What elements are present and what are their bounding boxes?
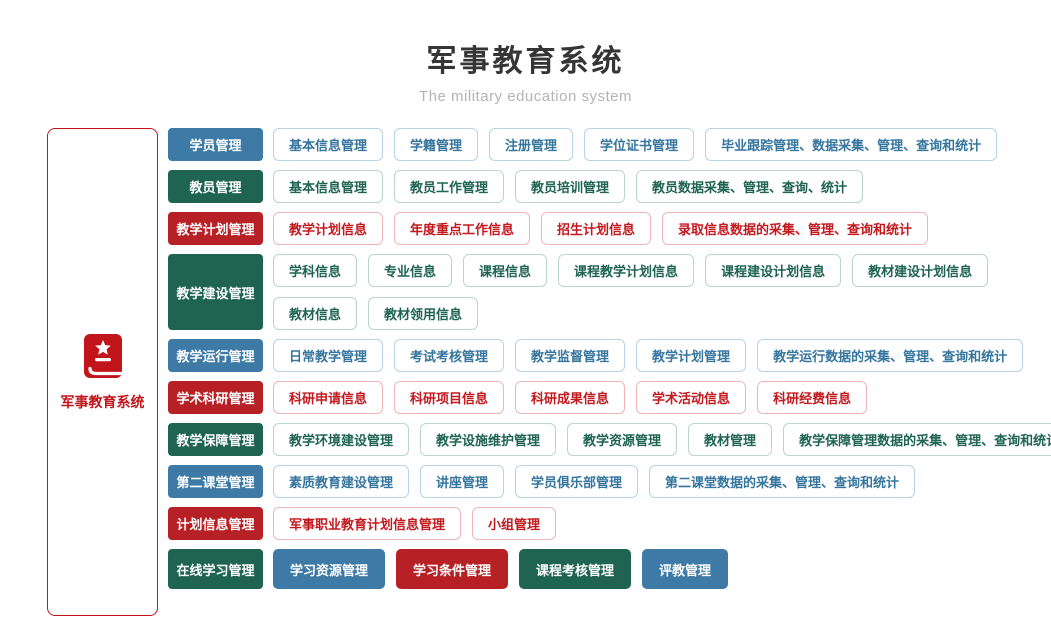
root-label: 军事教育系统 bbox=[60, 394, 145, 410]
category-node[interactable]: 学术科研管理 bbox=[168, 381, 263, 414]
category-node[interactable]: 在线学习管理 bbox=[168, 549, 263, 589]
leaf-node[interactable]: 教材信息 bbox=[273, 297, 358, 330]
item-groups: 基本信息管理教员工作管理教员培训管理教员数据采集、管理、查询、统计 bbox=[273, 170, 864, 203]
leaf-node[interactable]: 教学资源管理 bbox=[567, 423, 678, 456]
leaf-node[interactable]: 第二课堂数据的采集、管理、查询和统计 bbox=[649, 465, 916, 498]
leaf-node[interactable]: 基本信息管理 bbox=[273, 128, 384, 161]
leaf-node[interactable]: 注册管理 bbox=[489, 128, 574, 161]
branch-row: 教学保障管理教学环境建设管理教学设施维护管理教学资源管理教材管理教学保障管理数据… bbox=[168, 423, 1051, 456]
leaf-node[interactable]: 教学运行数据的采集、管理、查询和统计 bbox=[757, 339, 1024, 372]
leaf-node[interactable]: 年度重点工作信息 bbox=[394, 212, 531, 245]
leaf-node[interactable]: 科研申请信息 bbox=[273, 381, 384, 414]
leaf-node[interactable]: 教员数据采集、管理、查询、统计 bbox=[636, 170, 864, 203]
leaf-node[interactable]: 教材领用信息 bbox=[368, 297, 479, 330]
leaf-node[interactable]: 小组管理 bbox=[472, 507, 557, 540]
branch-row: 在线学习管理学习资源管理学习条件管理课程考核管理评教管理 bbox=[168, 549, 1051, 589]
item-groups: 科研申请信息科研项目信息科研成果信息学术活动信息科研经费信息 bbox=[273, 381, 868, 414]
leaf-node[interactable]: 学籍管理 bbox=[394, 128, 479, 161]
leaf-node[interactable]: 基本信息管理 bbox=[273, 170, 384, 203]
category-node[interactable]: 第二课堂管理 bbox=[168, 465, 263, 498]
item-group: 教学计划信息年度重点工作信息招生计划信息录取信息数据的采集、管理、查询和统计 bbox=[273, 212, 929, 245]
item-group: 教材信息教材领用信息 bbox=[273, 297, 988, 330]
item-group: 学习资源管理学习条件管理课程考核管理评教管理 bbox=[273, 549, 729, 589]
leaf-node[interactable]: 学科信息 bbox=[273, 254, 358, 287]
leaf-node[interactable]: 课程教学计划信息 bbox=[558, 254, 695, 287]
leaf-node[interactable]: 讲座管理 bbox=[420, 465, 505, 498]
red-book-star-icon bbox=[83, 334, 124, 378]
category-node[interactable]: 学员管理 bbox=[168, 128, 263, 161]
branch-row: 教学运行管理日常教学管理考试考核管理教学监督管理教学计划管理教学运行数据的采集、… bbox=[168, 339, 1051, 372]
leaf-node[interactable]: 学习条件管理 bbox=[396, 549, 509, 589]
leaf-node[interactable]: 专业信息 bbox=[368, 254, 453, 287]
branch-row: 学术科研管理科研申请信息科研项目信息科研成果信息学术活动信息科研经费信息 bbox=[168, 381, 1051, 414]
branch-row: 学员管理基本信息管理学籍管理注册管理学位证书管理毕业跟踪管理、数据采集、管理、查… bbox=[168, 128, 1051, 161]
leaf-node[interactable]: 教材管理 bbox=[688, 423, 773, 456]
leaf-node[interactable]: 课程建设计划信息 bbox=[705, 254, 842, 287]
diagram: 军事教育系统 学员管理基本信息管理学籍管理注册管理学位证书管理毕业跟踪管理、数据… bbox=[47, 128, 1051, 616]
item-group: 素质教育建设管理讲座管理学员俱乐部管理第二课堂数据的采集、管理、查询和统计 bbox=[273, 465, 916, 498]
category-node[interactable]: 教学建设管理 bbox=[168, 254, 263, 330]
category-node[interactable]: 教学计划管理 bbox=[168, 212, 263, 245]
item-groups: 军事职业教育计划信息管理小组管理 bbox=[273, 507, 557, 540]
item-group: 科研申请信息科研项目信息科研成果信息学术活动信息科研经费信息 bbox=[273, 381, 868, 414]
leaf-node[interactable]: 教员培训管理 bbox=[515, 170, 626, 203]
item-group: 日常教学管理考试考核管理教学监督管理教学计划管理教学运行数据的采集、管理、查询和… bbox=[273, 339, 1024, 372]
item-groups: 教学环境建设管理教学设施维护管理教学资源管理教材管理教学保障管理数据的采集、管理… bbox=[273, 423, 1051, 456]
item-groups: 学科信息专业信息课程信息课程教学计划信息课程建设计划信息教材建设计划信息教材信息… bbox=[273, 254, 989, 330]
page-header: 军事教育系统 The military education system bbox=[0, 0, 1051, 105]
item-group: 基本信息管理学籍管理注册管理学位证书管理毕业跟踪管理、数据采集、管理、查询和统计 bbox=[273, 128, 998, 161]
branch-row: 计划信息管理军事职业教育计划信息管理小组管理 bbox=[168, 507, 1051, 540]
category-node[interactable]: 教学运行管理 bbox=[168, 339, 263, 372]
item-group: 学科信息专业信息课程信息课程教学计划信息课程建设计划信息教材建设计划信息 bbox=[273, 254, 989, 287]
item-group: 军事职业教育计划信息管理小组管理 bbox=[273, 507, 557, 540]
leaf-node[interactable]: 科研经费信息 bbox=[757, 381, 868, 414]
leaf-node[interactable]: 学位证书管理 bbox=[584, 128, 695, 161]
item-groups: 日常教学管理考试考核管理教学监督管理教学计划管理教学运行数据的采集、管理、查询和… bbox=[273, 339, 1024, 372]
leaf-node[interactable]: 毕业跟踪管理、数据采集、管理、查询和统计 bbox=[705, 128, 998, 161]
leaf-node[interactable]: 教学监督管理 bbox=[515, 339, 626, 372]
root-node[interactable]: 军事教育系统 bbox=[47, 128, 158, 616]
item-group: 基本信息管理教员工作管理教员培训管理教员数据采集、管理、查询、统计 bbox=[273, 170, 864, 203]
page-subtitle: The military education system bbox=[419, 88, 632, 105]
leaf-node[interactable]: 课程信息 bbox=[463, 254, 548, 287]
leaf-node[interactable]: 考试考核管理 bbox=[394, 339, 505, 372]
leaf-node[interactable]: 教学设施维护管理 bbox=[420, 423, 557, 456]
branch-row: 教学计划管理教学计划信息年度重点工作信息招生计划信息录取信息数据的采集、管理、查… bbox=[168, 212, 1051, 245]
category-node[interactable]: 计划信息管理 bbox=[168, 507, 263, 540]
leaf-node[interactable]: 科研成果信息 bbox=[515, 381, 626, 414]
leaf-node[interactable]: 课程考核管理 bbox=[519, 549, 632, 589]
category-node[interactable]: 教学保障管理 bbox=[168, 423, 263, 456]
leaf-node[interactable]: 素质教育建设管理 bbox=[273, 465, 410, 498]
rows: 学员管理基本信息管理学籍管理注册管理学位证书管理毕业跟踪管理、数据采集、管理、查… bbox=[168, 128, 1051, 589]
item-groups: 基本信息管理学籍管理注册管理学位证书管理毕业跟踪管理、数据采集、管理、查询和统计 bbox=[273, 128, 998, 161]
leaf-node[interactable]: 学员俱乐部管理 bbox=[515, 465, 639, 498]
leaf-node[interactable]: 录取信息数据的采集、管理、查询和统计 bbox=[662, 212, 929, 245]
leaf-node[interactable]: 教学计划管理 bbox=[636, 339, 747, 372]
leaf-node[interactable]: 学习资源管理 bbox=[273, 549, 386, 589]
category-node[interactable]: 教员管理 bbox=[168, 170, 263, 203]
item-groups: 教学计划信息年度重点工作信息招生计划信息录取信息数据的采集、管理、查询和统计 bbox=[273, 212, 929, 245]
leaf-node[interactable]: 招生计划信息 bbox=[541, 212, 652, 245]
leaf-node[interactable]: 教学计划信息 bbox=[273, 212, 384, 245]
item-groups: 学习资源管理学习条件管理课程考核管理评教管理 bbox=[273, 549, 729, 589]
page-title: 军事教育系统 bbox=[426, 45, 625, 78]
leaf-node[interactable]: 学术活动信息 bbox=[636, 381, 747, 414]
item-groups: 素质教育建设管理讲座管理学员俱乐部管理第二课堂数据的采集、管理、查询和统计 bbox=[273, 465, 916, 498]
branch-row: 第二课堂管理素质教育建设管理讲座管理学员俱乐部管理第二课堂数据的采集、管理、查询… bbox=[168, 465, 1051, 498]
branch-row: 教员管理基本信息管理教员工作管理教员培训管理教员数据采集、管理、查询、统计 bbox=[168, 170, 1051, 203]
leaf-node[interactable]: 评教管理 bbox=[642, 549, 729, 589]
leaf-node[interactable]: 教学保障管理数据的采集、管理、查询和统计 bbox=[783, 423, 1051, 456]
leaf-node[interactable]: 教学环境建设管理 bbox=[273, 423, 410, 456]
leaf-node[interactable]: 日常教学管理 bbox=[273, 339, 384, 372]
leaf-node[interactable]: 教材建设计划信息 bbox=[852, 254, 989, 287]
leaf-node[interactable]: 教员工作管理 bbox=[394, 170, 505, 203]
leaf-node[interactable]: 军事职业教育计划信息管理 bbox=[273, 507, 462, 540]
leaf-node[interactable]: 科研项目信息 bbox=[394, 381, 505, 414]
item-group: 教学环境建设管理教学设施维护管理教学资源管理教材管理教学保障管理数据的采集、管理… bbox=[273, 423, 1051, 456]
branch-row: 教学建设管理学科信息专业信息课程信息课程教学计划信息课程建设计划信息教材建设计划… bbox=[168, 254, 1051, 330]
